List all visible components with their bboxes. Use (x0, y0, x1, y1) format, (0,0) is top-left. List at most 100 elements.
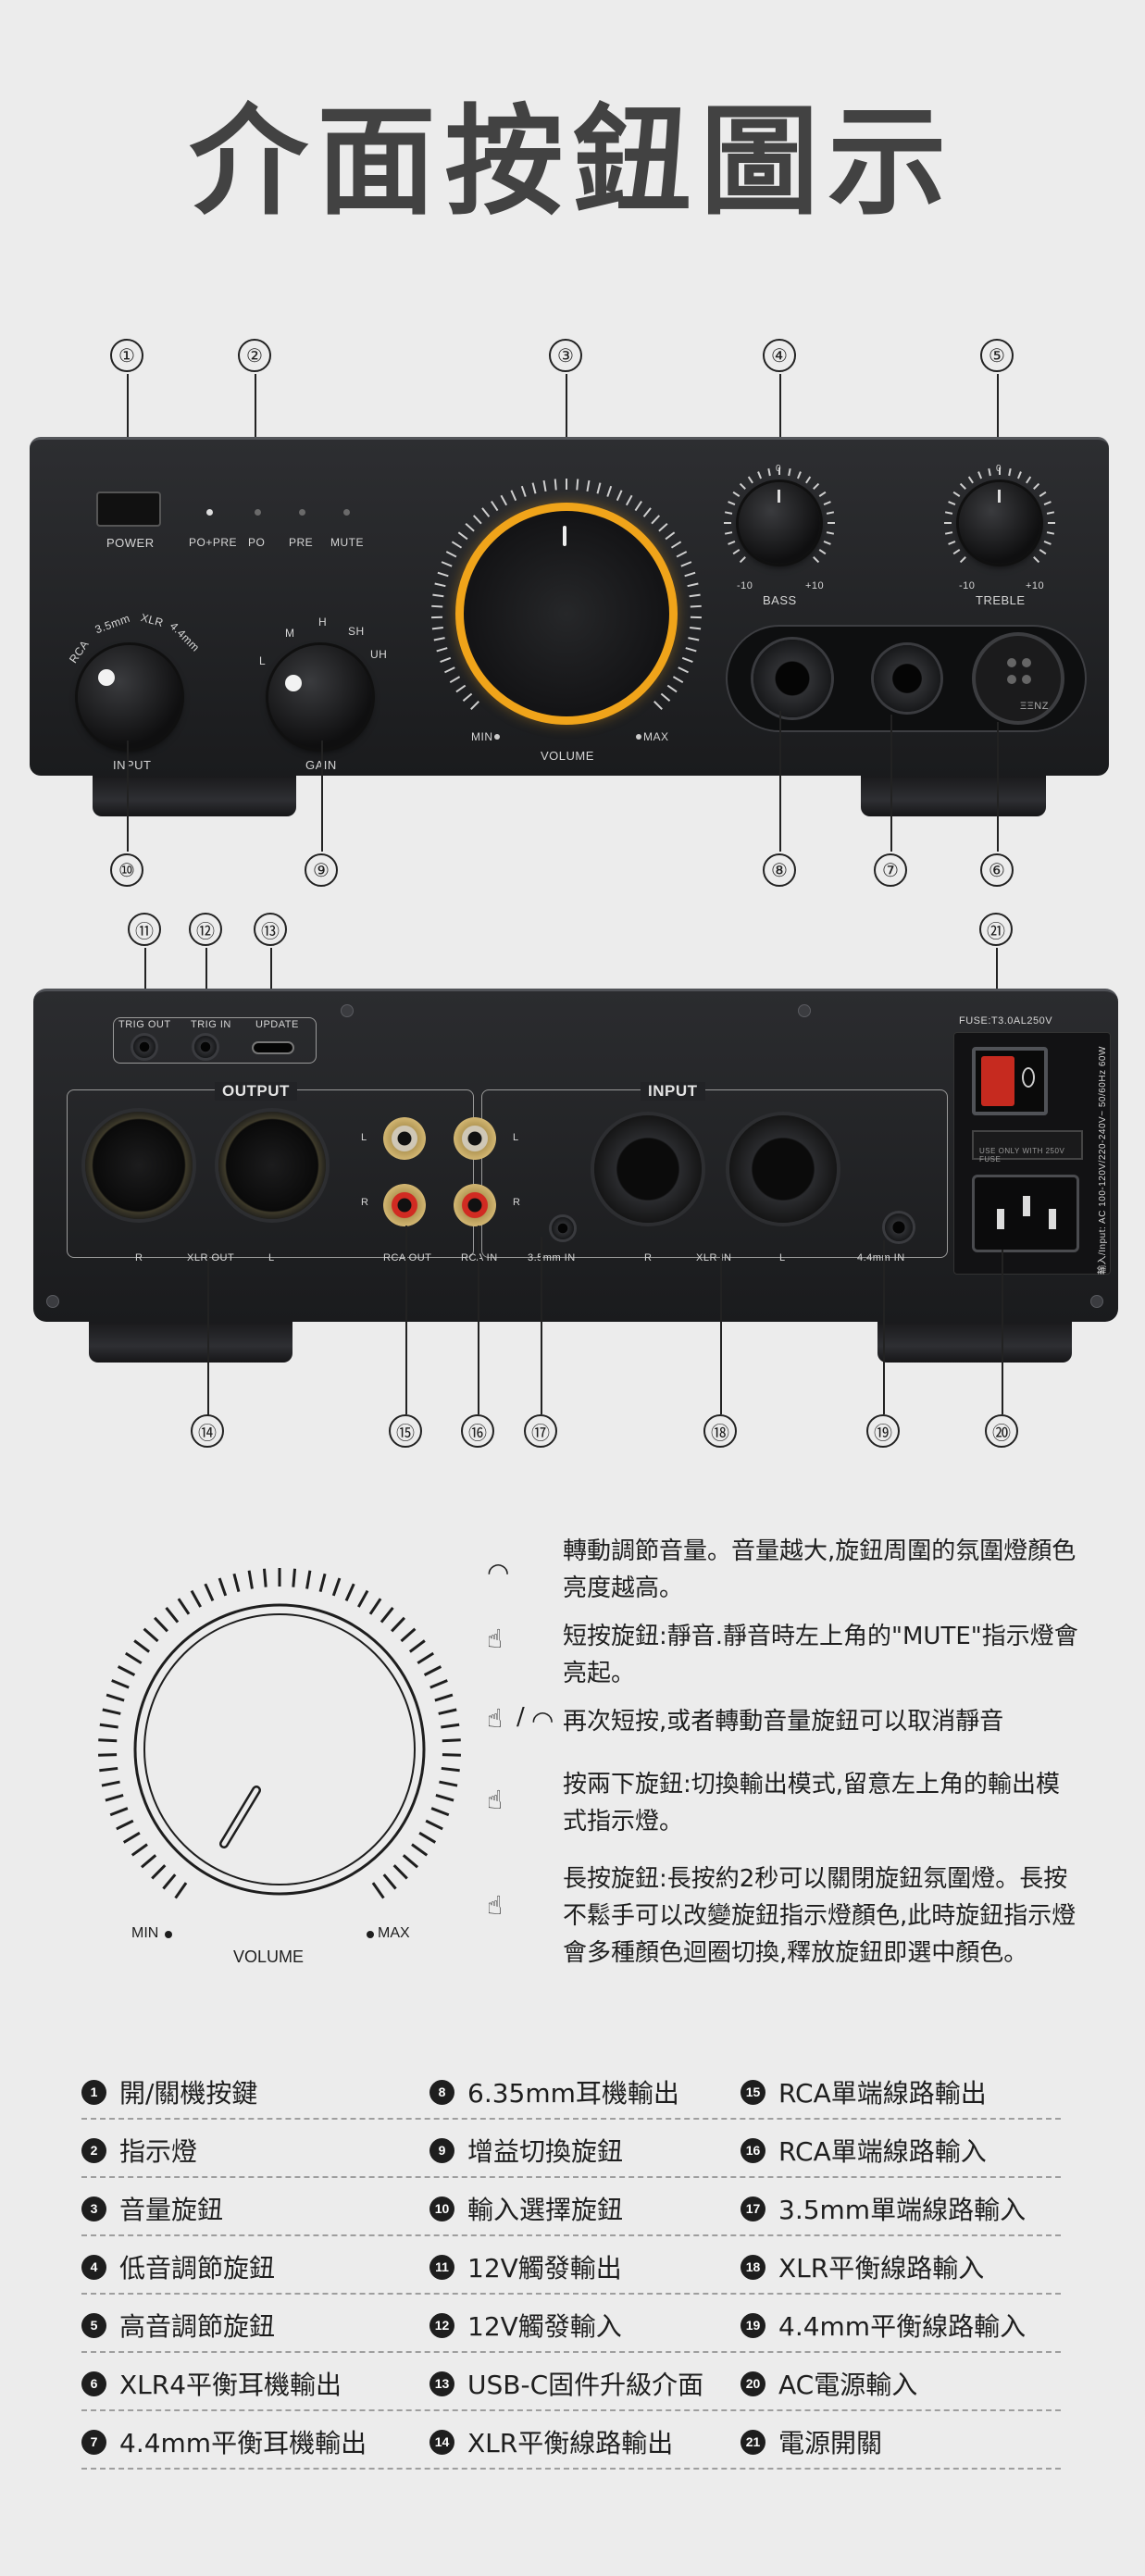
indicator-label: MUTE (330, 536, 364, 549)
scale-tick (441, 1723, 460, 1729)
scale-tick (739, 556, 746, 564)
legend-label: 輸入選擇旋鈕 (467, 2195, 624, 2225)
instruction-double-press: 按兩下旋鈕:切換輸出模式,留意左上角的輸出模式指示燈。 (563, 1771, 1061, 1836)
power-switch[interactable] (972, 1047, 1048, 1115)
scale-tick (440, 656, 452, 664)
gain-mark: L (259, 654, 267, 667)
scale-tick (739, 482, 746, 490)
scale-tick (344, 1583, 355, 1602)
scale-tick (417, 1651, 435, 1665)
scale-tick (101, 1780, 120, 1787)
scale-tick (500, 494, 508, 506)
treble-knob[interactable] (959, 482, 1040, 564)
rca-in-right[interactable] (454, 1184, 496, 1226)
callout-13: ⑬ (254, 913, 287, 946)
callout-17: ⑰ (524, 1414, 557, 1448)
scale-tick (651, 515, 661, 525)
trig-out-jack[interactable] (133, 1036, 156, 1058)
callout-20: ⑳ (985, 1414, 1018, 1448)
jack-6-35mm[interactable] (753, 640, 831, 717)
scale-tick (470, 701, 479, 710)
rca-out-right[interactable] (383, 1184, 426, 1226)
press-icon: ☝ (487, 1624, 504, 1654)
indicator-label: PO+PRE (189, 536, 238, 549)
mm44-in-jack[interactable] (885, 1213, 913, 1241)
legend-label: 4.4mm平衡耳機輸出 (119, 2428, 367, 2458)
gain-knob[interactable] (268, 645, 372, 749)
volume-knob[interactable] (455, 503, 678, 725)
legend-label: XLR4平衡耳機輸出 (119, 2370, 342, 2400)
scale-tick (678, 666, 689, 674)
legend-number-badge: 19 (741, 2312, 765, 2338)
legend-label: AC電源輸入 (778, 2370, 918, 2400)
leader-line (127, 374, 129, 485)
rca-out-l: L (361, 1132, 367, 1143)
rca-in-left[interactable] (454, 1117, 496, 1160)
input-selector-knob[interactable] (78, 645, 181, 749)
scale-tick (99, 1766, 118, 1773)
indicator-led (343, 509, 350, 516)
scale-tick (106, 1693, 125, 1702)
legend-number-badge: 1 (81, 2079, 106, 2105)
legend-label: 4.4mm平衡線路輸入 (778, 2311, 1027, 2342)
scale-tick (122, 1831, 141, 1844)
diagram-min: MIN (131, 1925, 159, 1941)
input-label: INPUT (113, 758, 152, 772)
scale-tick (1046, 511, 1055, 515)
trig-in-jack[interactable] (194, 1036, 217, 1058)
scale-tick (434, 582, 446, 588)
leader-line (405, 1226, 407, 1414)
callout-1: ① (110, 339, 143, 372)
scale-tick (823, 540, 831, 545)
indicator-label: PO (248, 536, 266, 549)
xlr-out-left[interactable] (218, 1112, 326, 1219)
xlr-in-left[interactable] (729, 1115, 837, 1223)
scale-tick (400, 1627, 417, 1643)
legend-number-badge: 12 (429, 2312, 454, 2338)
jack-xlr4[interactable] (976, 636, 1061, 721)
legend-label: RCA單端線路輸出 (778, 2078, 987, 2109)
jack-4-4mm[interactable] (874, 645, 940, 712)
scale-tick (796, 471, 802, 479)
xlr-out-label: XLR OUT (187, 1252, 235, 1263)
fuse-note: USE ONLY WITH 250V FUSE (979, 1147, 1065, 1164)
scale-tick (685, 647, 697, 653)
power-button[interactable] (96, 492, 161, 527)
xlr-out-right[interactable] (85, 1112, 193, 1219)
usb-c-port[interactable] (252, 1041, 294, 1054)
scale-tick (133, 1639, 151, 1653)
gain-mark: UH (370, 648, 388, 661)
legend-number-badge: 18 (741, 2254, 765, 2280)
scale-tick (952, 491, 961, 497)
callout-12: ⑫ (189, 913, 222, 946)
scale-tick (944, 531, 953, 535)
legend-number-badge: 2 (81, 2137, 106, 2163)
scale-tick (670, 541, 682, 549)
scale-tick (177, 1598, 191, 1615)
legend-number-badge: 4 (81, 2254, 106, 2280)
scale-tick (596, 482, 602, 494)
mm35-in-jack[interactable] (552, 1217, 574, 1239)
callout-4: ④ (763, 339, 796, 372)
trig-out-label: TRIG OUT (118, 1019, 171, 1030)
bass-knob[interactable] (739, 482, 820, 564)
scale-tick (357, 1589, 369, 1608)
gain-label: GAIN (305, 758, 337, 772)
ac-inlet[interactable] (972, 1175, 1079, 1252)
scale-tick (728, 540, 736, 545)
rca-out-left[interactable] (383, 1117, 426, 1160)
callout-8: ⑧ (763, 853, 796, 887)
scale-tick (1033, 482, 1040, 490)
legend-row-divider (81, 2118, 1061, 2120)
scale-tick (1046, 531, 1055, 535)
diagram-volume-label: VOLUME (233, 1948, 305, 1966)
min-dot (494, 734, 500, 740)
volume-min: MIN (471, 730, 493, 743)
legend-label: 12V觸發輸入 (467, 2311, 622, 2342)
xlr-in-right[interactable] (594, 1115, 702, 1223)
scale-tick (305, 1570, 312, 1589)
rotate-icon: ◠ (531, 1705, 554, 1736)
scale-tick (116, 1819, 134, 1831)
